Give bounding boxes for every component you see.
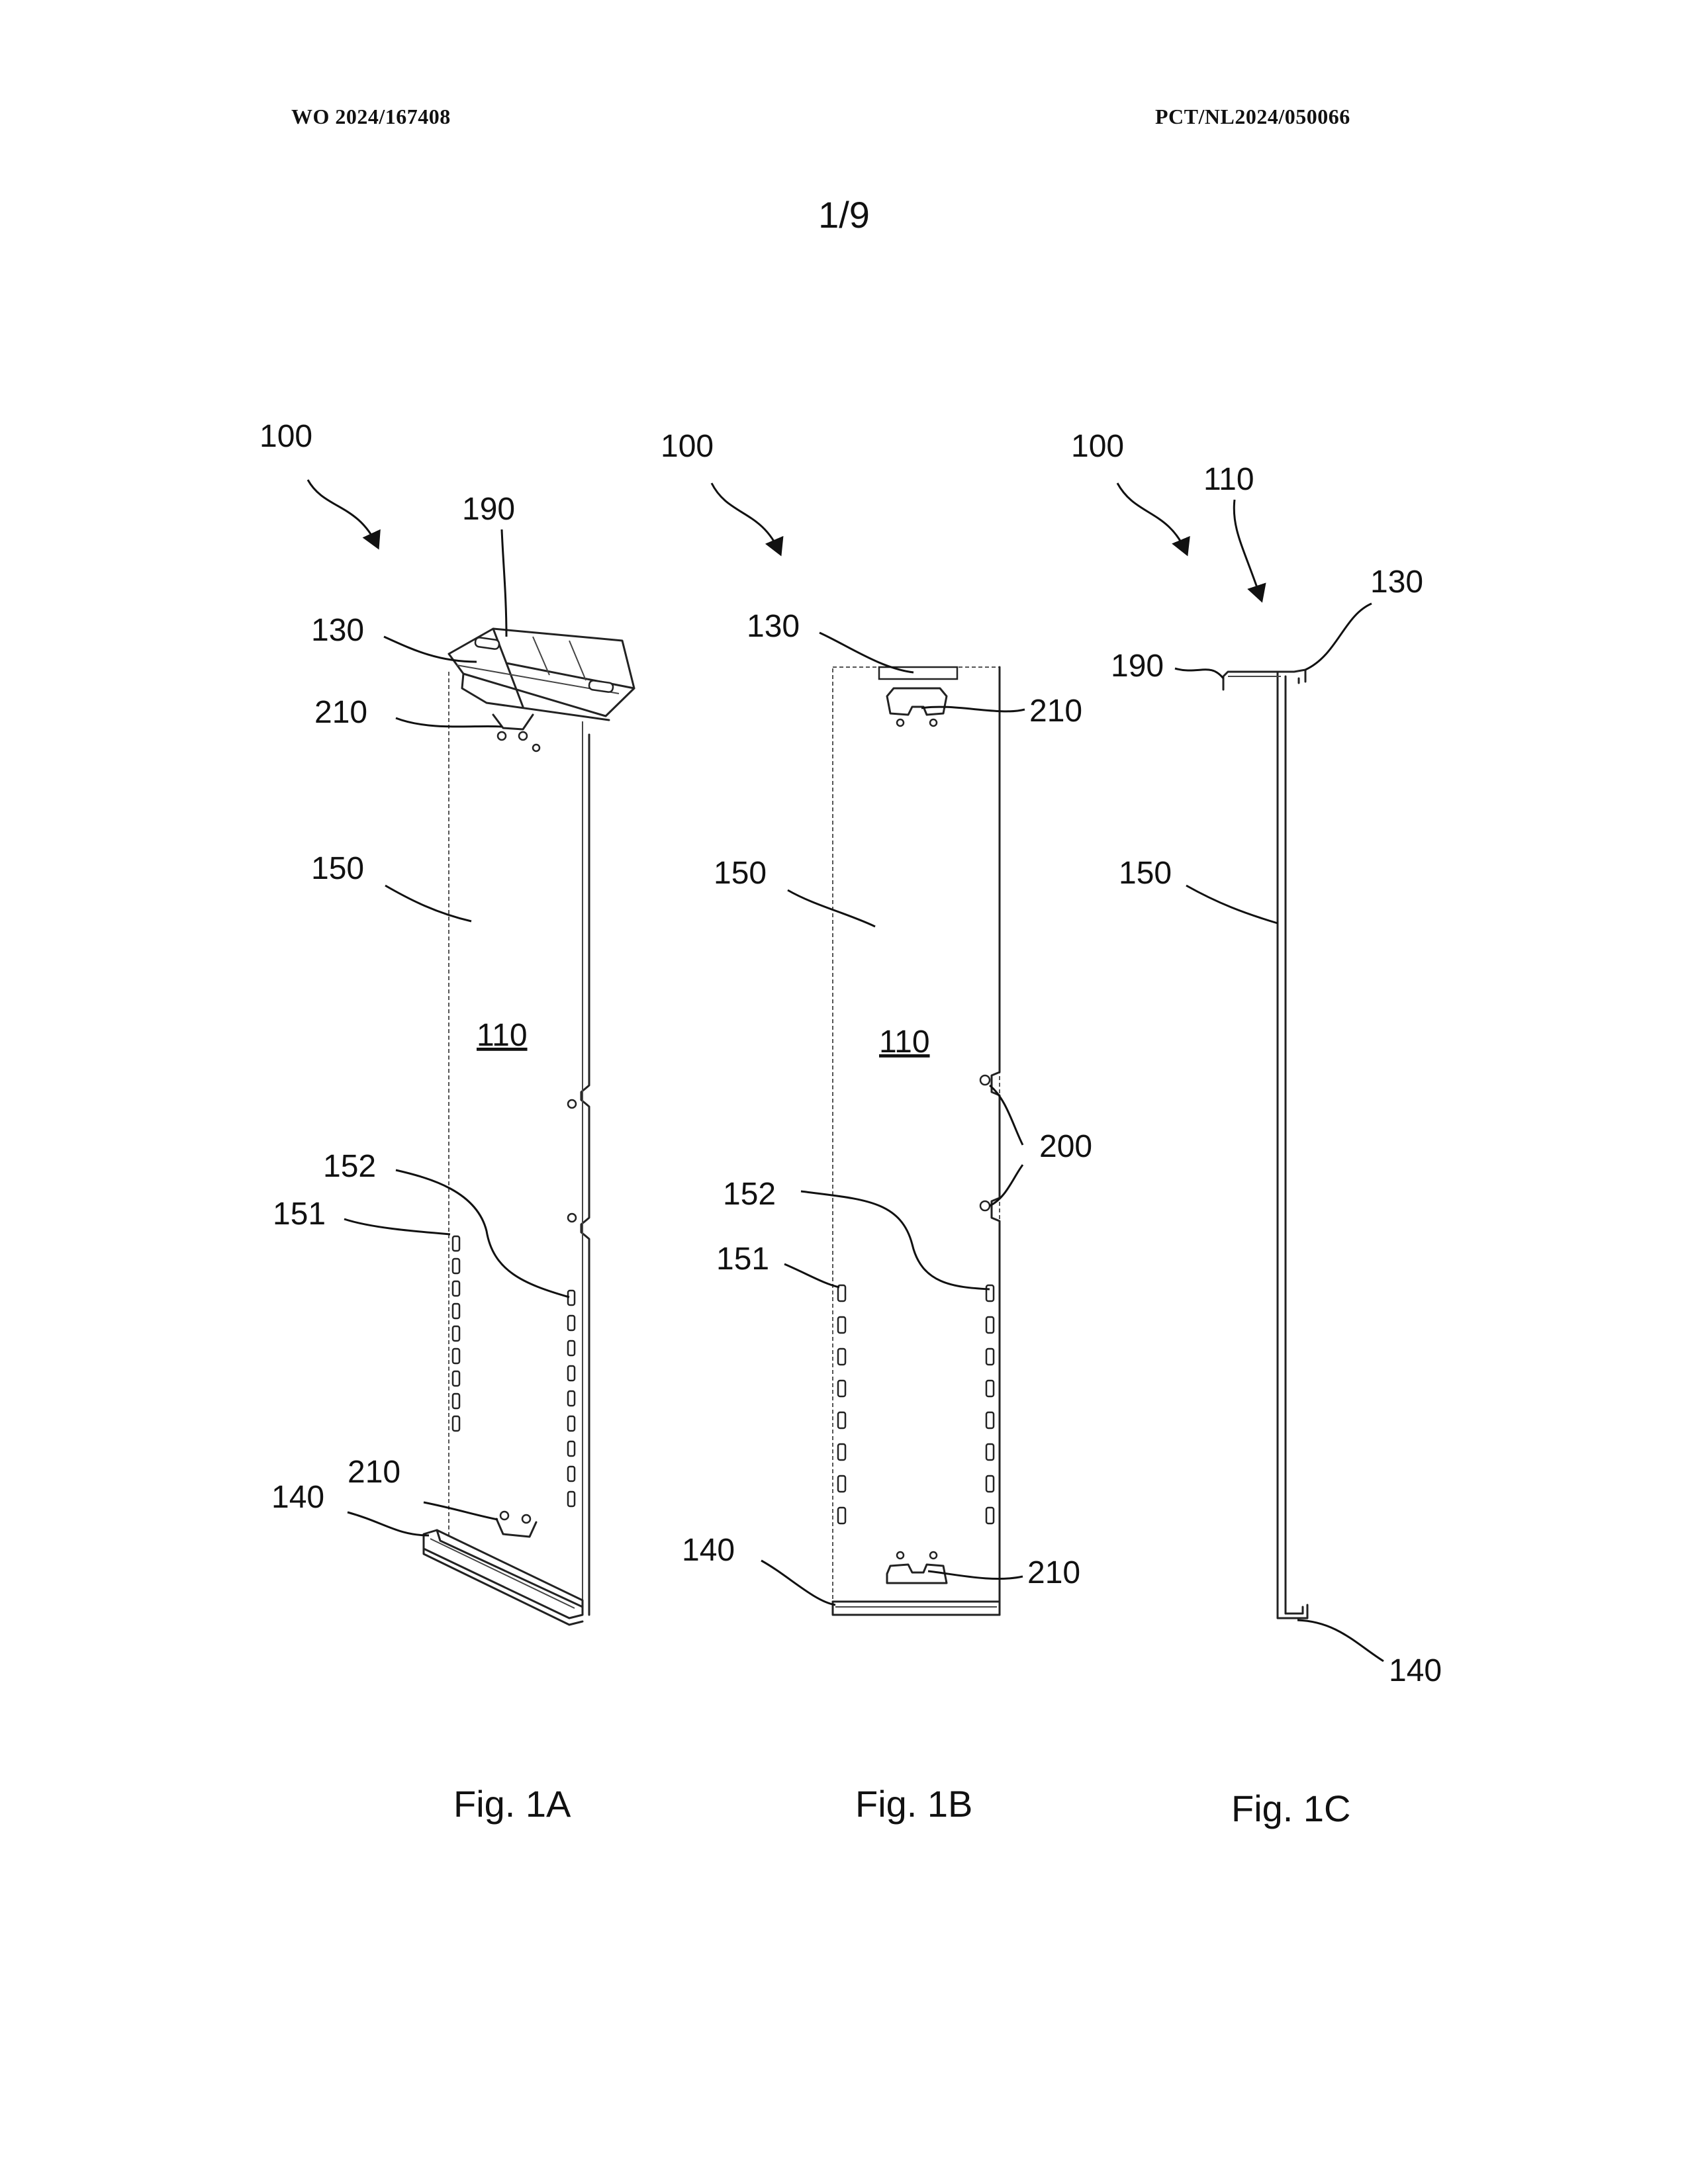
label-152-1b: 152 bbox=[723, 1177, 776, 1212]
slots-152-1a bbox=[568, 1291, 575, 1506]
caption-fig-1c: Fig. 1C bbox=[1231, 1788, 1351, 1829]
label-190-1a: 190 bbox=[462, 492, 515, 527]
slots-151-1b bbox=[838, 1285, 845, 1524]
label-110-1b: 110 bbox=[879, 1024, 930, 1060]
label-151-1b: 151 bbox=[716, 1242, 769, 1277]
bottom-channel-1a bbox=[424, 1512, 583, 1625]
label-110-1a: 110 bbox=[477, 1018, 528, 1053]
top-bracket-1a bbox=[449, 629, 634, 751]
label-150-1a: 150 bbox=[311, 851, 364, 886]
label-130-1c: 130 bbox=[1370, 565, 1423, 600]
hooks-210-1b bbox=[887, 688, 947, 1583]
label-140-1b: 140 bbox=[682, 1533, 735, 1568]
label-110-1c: 110 bbox=[1203, 462, 1254, 497]
label-150-1b: 150 bbox=[714, 856, 767, 891]
label-200-1b: 200 bbox=[1039, 1129, 1092, 1164]
label-210b-1b: 210 bbox=[1027, 1555, 1080, 1590]
label-210-1a: 210 bbox=[314, 695, 367, 730]
label-140-1c: 140 bbox=[1389, 1653, 1442, 1688]
label-140-1a: 140 bbox=[271, 1480, 324, 1515]
label-100-1b: 100 bbox=[661, 429, 714, 464]
figure-1a: 100 190 130 210 150 110 152 151 140 210 … bbox=[259, 419, 634, 1825]
label-130-1b: 130 bbox=[747, 609, 800, 644]
label-100-1a: 100 bbox=[259, 419, 312, 454]
figure-1c: 100 110 130 190 150 140 Fig. 1C bbox=[1071, 429, 1442, 1829]
label-190-1c: 190 bbox=[1111, 649, 1164, 684]
label-152-1a: 152 bbox=[323, 1149, 376, 1184]
slots-151-1a bbox=[453, 1236, 459, 1431]
plate-1b bbox=[833, 667, 1000, 1615]
caption-fig-1b: Fig. 1B bbox=[855, 1783, 972, 1825]
label-210-1b: 210 bbox=[1029, 694, 1082, 729]
label-210b-1a: 210 bbox=[348, 1455, 400, 1490]
label-100-1c: 100 bbox=[1071, 429, 1124, 464]
leaders-1b bbox=[712, 483, 1025, 1605]
label-151-1a: 151 bbox=[273, 1197, 326, 1232]
label-130-1a: 130 bbox=[311, 613, 364, 648]
profile-1c bbox=[1223, 670, 1307, 1618]
slots-152-1b bbox=[986, 1285, 994, 1524]
figure-1b: 100 130 210 150 110 200 152 151 140 210 … bbox=[661, 429, 1092, 1825]
caption-fig-1a: Fig. 1A bbox=[453, 1783, 571, 1825]
label-150-1c: 150 bbox=[1119, 856, 1172, 891]
